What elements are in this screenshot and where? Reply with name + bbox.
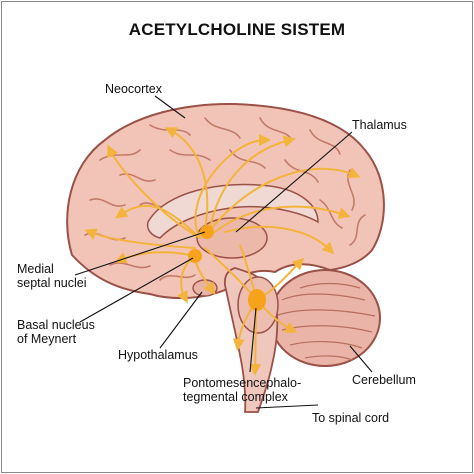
- label-medial-septal-line1: Medial: [17, 262, 54, 276]
- label-basal-nucleus-line1: Basal nucleus: [17, 318, 95, 332]
- label-basal-nucleus: Basal nucleus of Meynert: [17, 318, 95, 346]
- pontomesencephalo-nucleus-dot: [248, 289, 266, 311]
- label-cerebellum: Cerebellum: [352, 373, 416, 387]
- label-medial-septal-nuclei: Medial septal nuclei: [17, 262, 87, 290]
- label-hypothalamus: Hypothalamus: [118, 348, 198, 362]
- leader-lines: [74, 95, 373, 409]
- label-thalamus: Thalamus: [352, 118, 407, 132]
- medial-septal-nucleus-dot: [200, 225, 214, 239]
- cholinergic-pathways: [84, 127, 361, 376]
- label-medial-septal-line2: septal nuclei: [17, 276, 87, 290]
- label-pontomesencephalo: Pontomesencephalo- tegmental complex: [183, 376, 301, 404]
- pituitary-shape: [192, 279, 218, 297]
- label-spinal-cord: To spinal cord: [312, 411, 390, 425]
- diagram-title: ACETYLCHOLINE SISTEM: [128, 20, 346, 39]
- label-basal-nucleus-line2: of Meynert: [17, 332, 77, 346]
- label-pontomesencephalo-line1: Pontomesencephalo-: [183, 376, 302, 390]
- cerebellum-shape: [269, 269, 381, 367]
- basal-nucleus-dot: [188, 249, 202, 263]
- label-neocortex: Neocortex: [105, 82, 162, 96]
- label-pontomesencephalo-line2: tegmental complex: [183, 390, 288, 404]
